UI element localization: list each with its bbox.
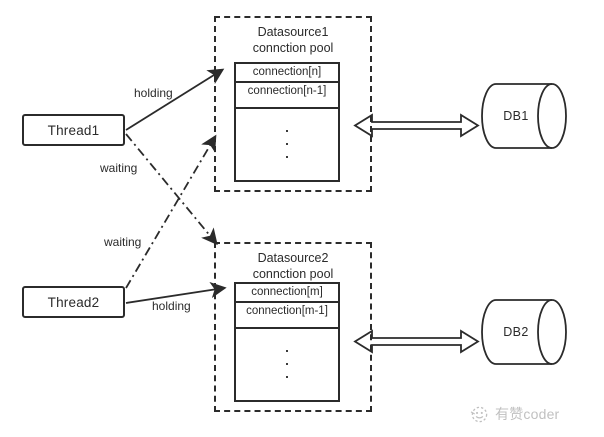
thread1-label: Thread1 [47,122,100,138]
edge-label-thread2-holding: holding [152,299,191,313]
edge-datasource2-db2 [353,329,480,354]
datasource1-title-line2: connction pool [252,41,334,55]
connection-row[interactable]: connection[n] [236,64,338,83]
connection-overflow-ellipsis [236,329,338,399]
database-cylinder-icon [481,83,567,149]
ellipsis-dot [286,130,288,132]
db2-node[interactable]: DB2 [480,298,570,366]
edge-label-thread2-waiting: waiting [104,235,142,249]
edge-thread1-holding-datasource1 [125,68,225,131]
watermark: 有赞coder [470,404,559,424]
ellipsis-dot [286,143,288,145]
db1-node[interactable]: DB1 [480,82,570,150]
ellipsis-dot [286,156,288,158]
datasource2-group[interactable]: Datasource2 connction pool connection[m]… [214,242,372,412]
datasource2-title-line2: connction pool [252,267,334,281]
watermark-text: 有赞coder [495,406,560,422]
edge-thread2-waiting-datasource1 [125,134,217,289]
datasource1-group[interactable]: Datasource1 connction pool connection[n]… [214,16,372,192]
ellipsis-dot [286,350,288,352]
edge-thread2-holding-datasource2 [125,282,227,304]
datasource1-connection-pool-table: connection[n] connection[n-1] [234,62,340,182]
edge-datasource1-db1 [353,113,480,138]
datasource1-title: Datasource1 connction pool [216,24,370,56]
datasource2-title-line1: Datasource2 [257,251,329,265]
datasource2-connection-pool-table: connection[m] connection[m-1] [234,282,340,402]
datasource2-title: Datasource2 connction pool [216,250,370,282]
connection-overflow-ellipsis [236,109,338,179]
circular-dashed-logo-icon [470,406,488,422]
edge-label-thread1-waiting: waiting [100,161,138,175]
db2-label: DB2 [503,325,529,339]
db1-label: DB1 [503,109,529,123]
connection-row[interactable]: connection[n-1] [236,83,338,109]
thread2-label: Thread2 [47,294,100,310]
ellipsis-dot [286,363,288,365]
database-cylinder-icon [481,299,567,365]
thread2-node[interactable]: Thread2 [22,286,125,318]
ellipsis-dot [286,376,288,378]
thread1-node[interactable]: Thread1 [22,114,125,146]
connection-row[interactable]: connection[m-1] [236,303,338,329]
edge-label-thread1-holding: holding [134,86,173,100]
connection-row[interactable]: connection[m] [236,284,338,303]
edge-thread1-waiting-datasource2 [125,133,218,246]
datasource1-title-line1: Datasource1 [257,25,329,39]
